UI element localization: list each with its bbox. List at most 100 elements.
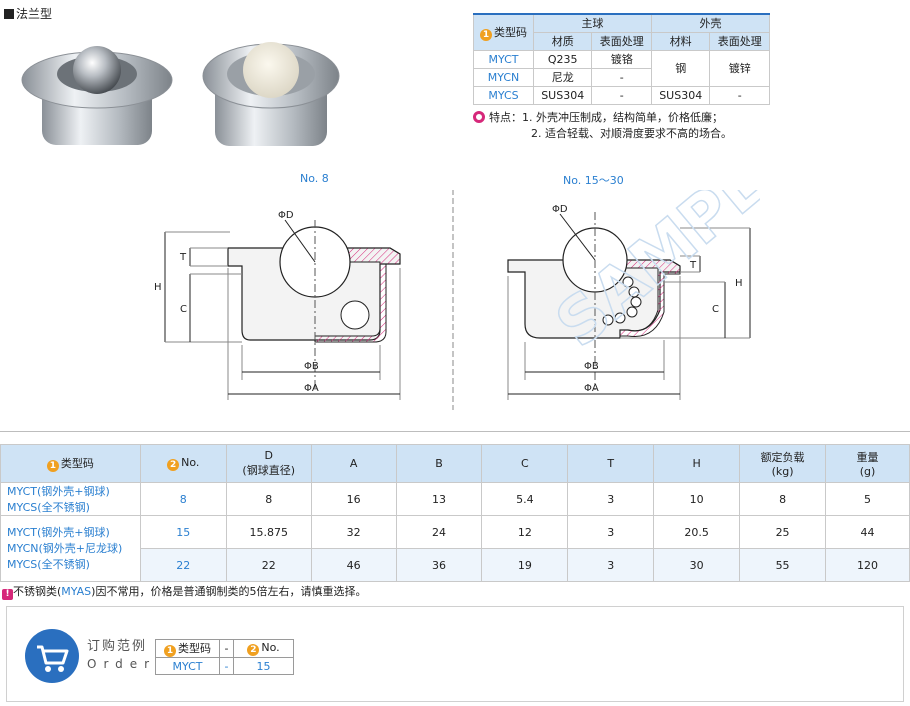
right-section-drawing: [507, 212, 751, 400]
type-code-cell: MYCT(钢外壳+钢球)MYCS(全不锈钢): [0, 482, 141, 516]
dim-d-left: ΦD: [278, 210, 294, 221]
weight-header: 重量(g): [825, 444, 910, 483]
steel-ball-photo: [21, 46, 173, 145]
note-suffix: )因不常用，价格是普通钢制类的5倍左右，请慎重选择。: [91, 585, 367, 598]
b-header: B: [395, 444, 483, 483]
shell-surface-cell: 镀锌: [709, 49, 770, 87]
ball-surface-header: 表面处理: [591, 31, 652, 51]
type-code-cell: MYCT(钢外壳+钢球)MYCN(钢外壳+尼龙球)MYCS(全不锈钢): [0, 515, 141, 582]
dim-d-right: ΦD: [552, 204, 568, 215]
spec-code-cell: MYCT: [473, 49, 534, 69]
weight-cell: 5: [825, 482, 910, 516]
load-header: 额定负载(kg): [739, 444, 827, 483]
a-cell: 32: [310, 515, 397, 549]
badge-1-icon: 1: [164, 645, 176, 657]
shopping-cart-icon: [25, 629, 79, 683]
section-title-text: 法兰型: [16, 7, 53, 21]
b-cell: 36: [395, 548, 483, 582]
order-code-value: MYCT: [155, 657, 220, 675]
dim-t-right: T: [689, 260, 697, 271]
shell-material-header: 材料: [650, 31, 711, 51]
ball-material-cell: 尼龙: [532, 67, 593, 87]
c-cell: 5.4: [481, 482, 569, 516]
ball-surface-cell: -: [591, 67, 652, 87]
t-cell: 3: [567, 548, 655, 582]
dim-a-right: ΦA: [584, 383, 599, 394]
shell-material-cell: 钢: [650, 49, 711, 87]
drawing-left-title: No. 8: [300, 172, 329, 185]
h-cell: 30: [653, 548, 741, 582]
c-cell: 19: [481, 548, 569, 582]
badge-1-icon: 1: [46, 460, 59, 472]
weight-cell: 44: [825, 515, 910, 549]
table-row: 22 22 46 36 19 3 30 55 120: [1, 548, 910, 582]
order-dash: -: [219, 639, 234, 658]
dim-b-left: ΦB: [304, 361, 319, 372]
note-code: MYAS: [61, 585, 92, 598]
section-title: 法兰型: [4, 5, 52, 22]
order-title-en: Order: [87, 657, 157, 671]
product-photos: [21, 42, 340, 146]
h-cell: 20.5: [653, 515, 741, 549]
features-block: 特点：1. 外壳冲压制成，结构简单，价格低廉； 2. 适合轻载、对顺滑度要求不高…: [473, 110, 732, 142]
shell-material-cell: SUS304: [650, 85, 711, 105]
ball-material-header: 材质: [532, 31, 593, 51]
stainless-note: !不锈钢类(MYAS)因不常用，价格是普通钢制类的5倍左右，请慎重选择。: [2, 583, 366, 600]
feature-line-2: 2. 适合轻载、对顺滑度要求不高的场合。: [531, 127, 732, 140]
features-label: 特点：: [489, 111, 522, 124]
dim-t-left: T: [179, 252, 187, 263]
dim-h-right: H: [735, 278, 743, 289]
shell-surface-header: 表面处理: [709, 31, 770, 51]
order-no-value: 15: [233, 657, 294, 675]
square-bullet-icon: [4, 9, 14, 19]
spec-code-cell: MYCS: [473, 85, 534, 105]
badge-1-icon: 1: [480, 28, 492, 41]
note-prefix: 不锈钢类(: [13, 585, 62, 598]
d-header: D(钢球直径): [225, 444, 312, 483]
d-cell: 15.875: [225, 515, 312, 549]
h-cell: 10: [653, 482, 741, 516]
d-cell: 8: [225, 482, 312, 516]
h-header: H: [653, 444, 741, 483]
warning-icon: !: [2, 589, 13, 600]
ball-surface-cell: 镀铬: [591, 49, 652, 69]
dim-h-left: H: [154, 282, 162, 293]
dim-c-right: C: [712, 304, 719, 315]
badge-2-icon: 2: [247, 644, 260, 656]
load-cell: 8: [739, 482, 827, 516]
no-cell: 15: [139, 515, 227, 549]
drawing-right-title: No. 15～30: [563, 174, 624, 187]
load-cell: 25: [739, 515, 827, 549]
t-cell: 3: [567, 482, 655, 516]
badge-2-icon: 2: [167, 459, 180, 471]
ball-surface-cell: -: [591, 85, 652, 105]
shell-surface-cell: -: [709, 85, 770, 105]
c-cell: 12: [481, 515, 569, 549]
t-cell: 3: [567, 515, 655, 549]
technical-drawing: ΦD H T C ΦB ΦA ΦD H T C ΦB ΦA SAMPLE: [154, 190, 760, 410]
main-ball-header: 主球: [533, 13, 652, 33]
t-header: T: [567, 444, 655, 483]
dim-c-left: C: [180, 304, 187, 315]
a-cell: 16: [310, 482, 397, 516]
weight-cell: 120: [825, 548, 910, 582]
no-cell: 22: [139, 548, 227, 582]
c-header: C: [481, 444, 569, 483]
dim-b-right: ΦB: [584, 361, 599, 372]
ball-material-cell: Q235: [532, 49, 593, 69]
shell-header: 外壳: [650, 13, 771, 33]
order-dash: -: [219, 657, 234, 675]
a-cell: 46: [310, 548, 397, 582]
feature-target-icon: [473, 111, 485, 123]
d-cell: 22: [225, 548, 312, 582]
no-cell: 8: [139, 482, 227, 516]
table-row: MYCT(钢外壳+钢球)MYCN(钢外壳+尼龙球)MYCS(全不锈钢) 15 1…: [0, 515, 910, 582]
feature-line-1: 1. 外壳冲压制成，结构简单，价格低廉；: [522, 111, 723, 124]
